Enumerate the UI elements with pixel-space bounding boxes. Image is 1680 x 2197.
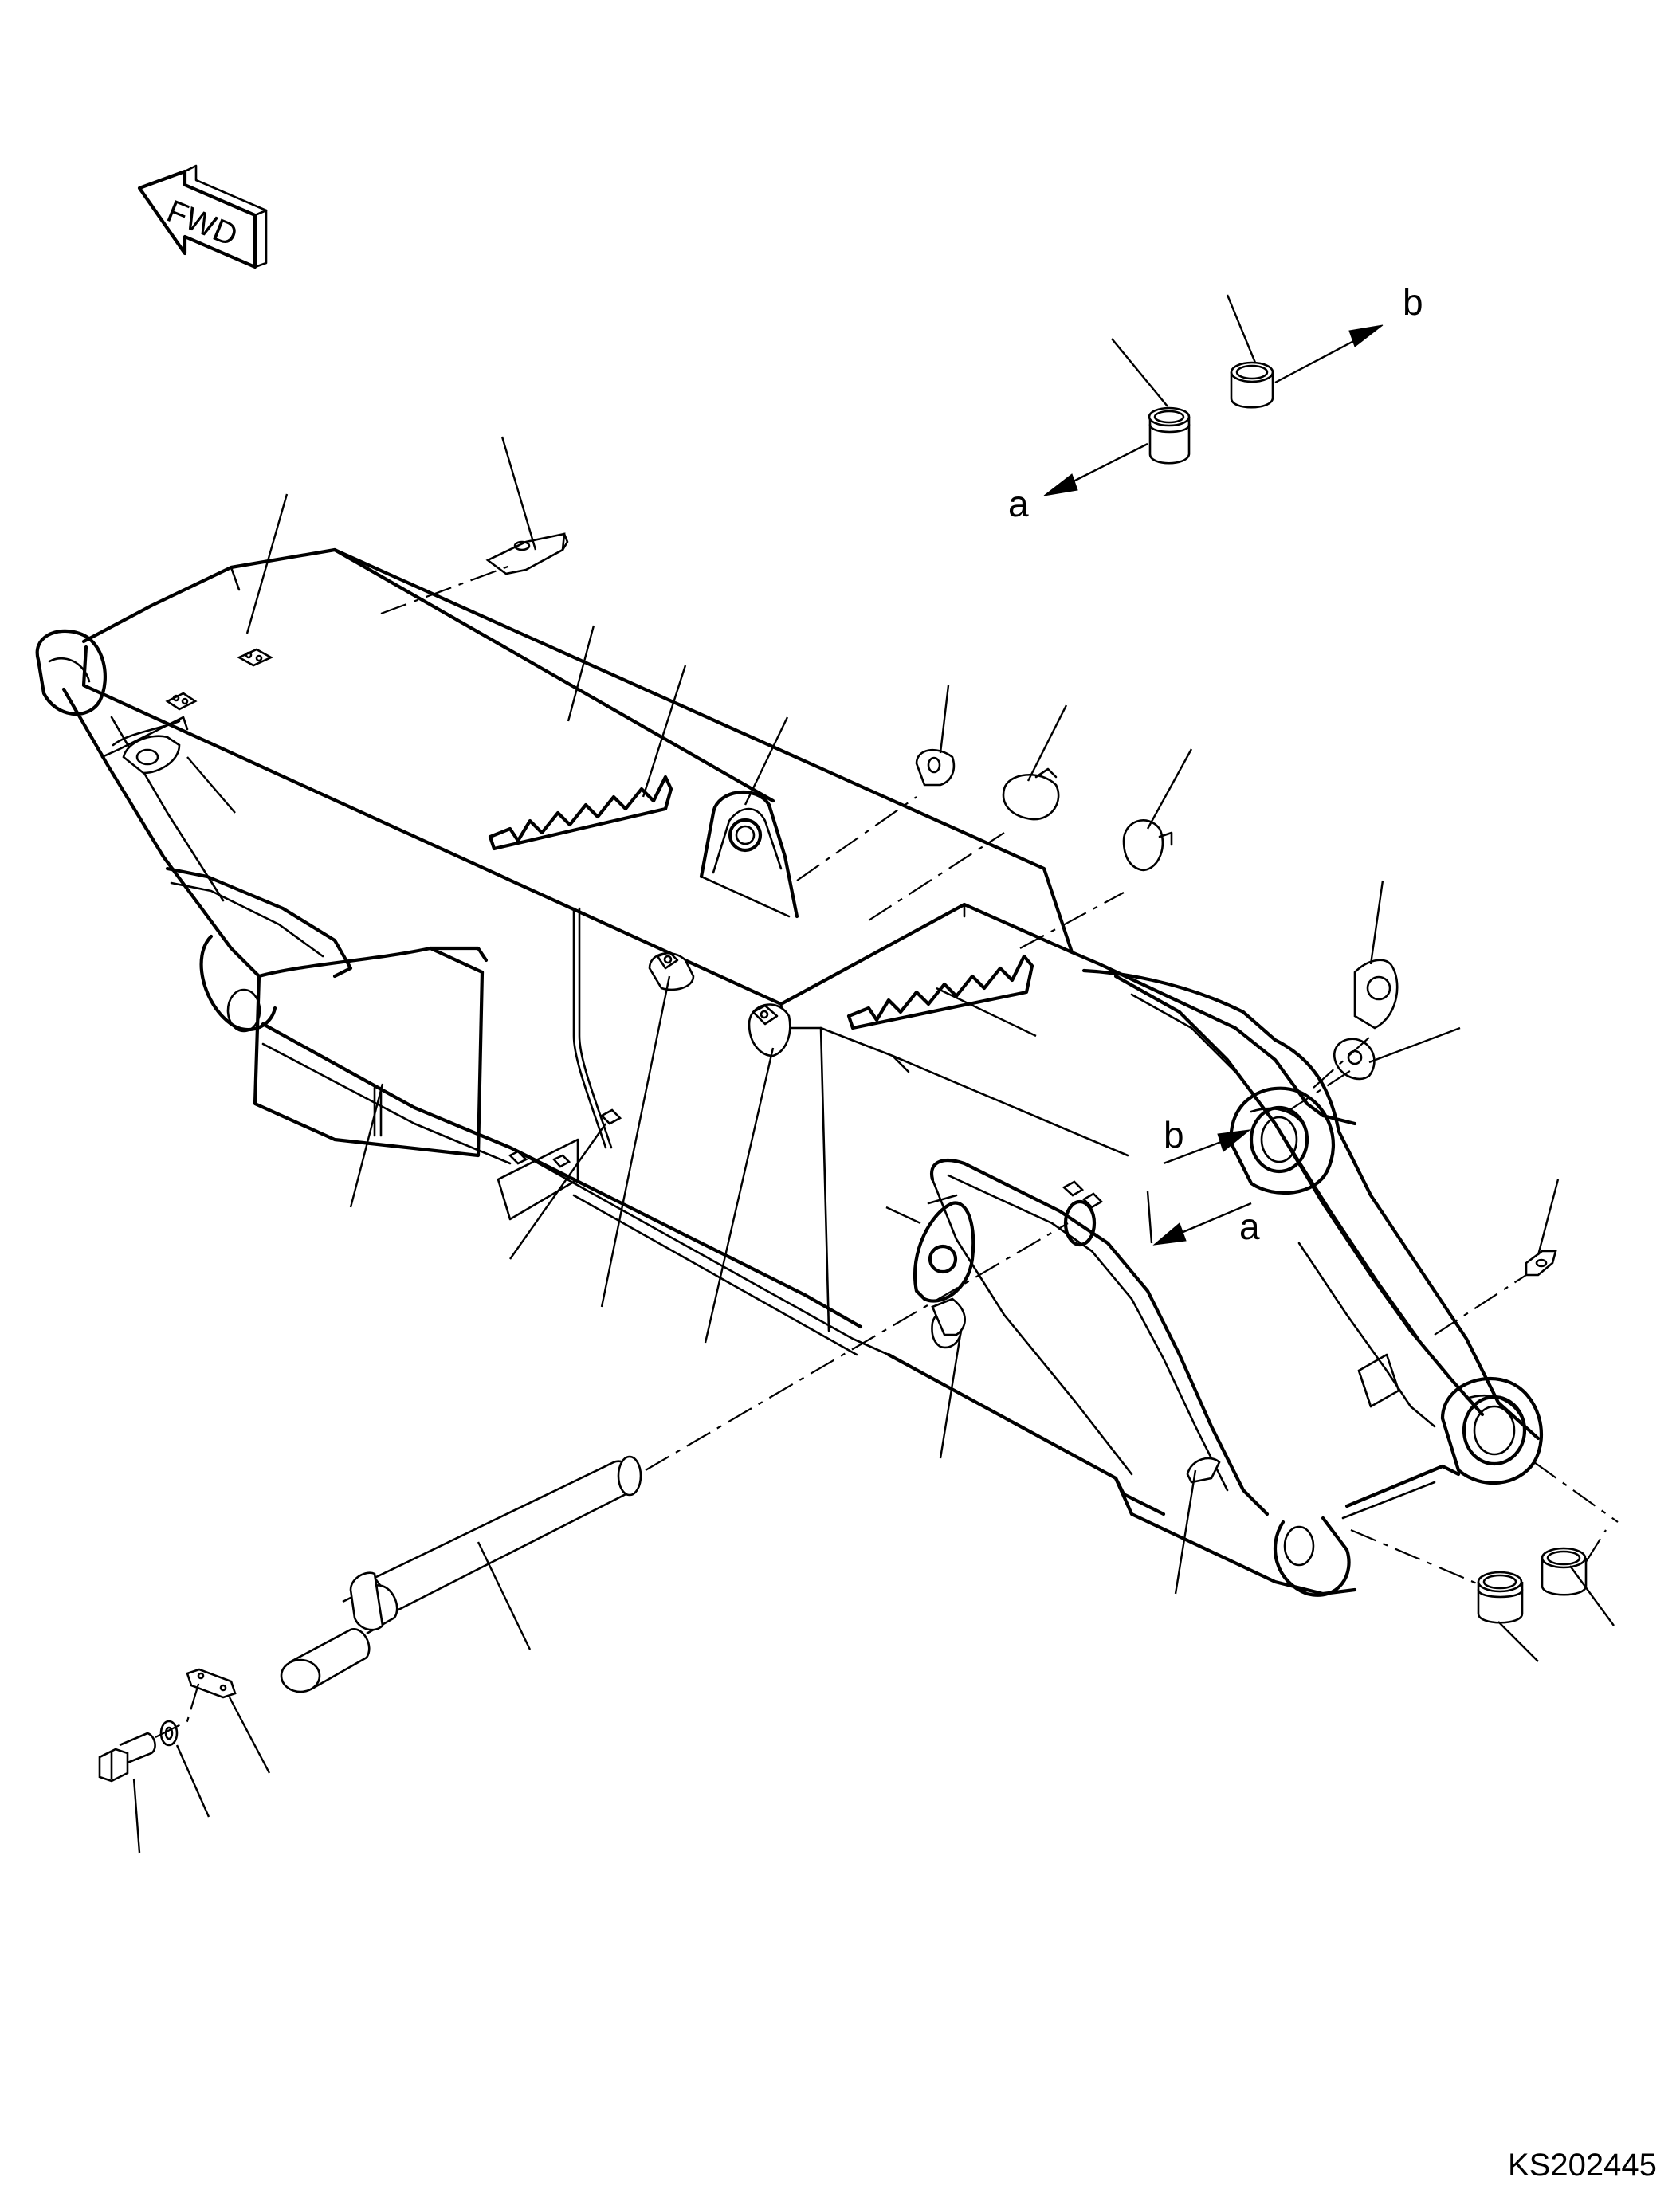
foot-pin	[280, 1455, 642, 1693]
leader-lines	[132, 294, 1615, 1854]
bushing-lower-2	[1541, 1547, 1588, 1596]
front-stopper-plate	[1353, 959, 1399, 1030]
callout-a-upper: a	[1008, 483, 1029, 524]
bushing-upper-2	[1230, 361, 1274, 409]
front-boss-hole-left	[1062, 1180, 1104, 1247]
figure-code: KS202445	[1508, 2148, 1657, 2183]
bushing-upper-1	[1148, 406, 1191, 465]
pad-rear-top-left	[165, 692, 198, 711]
assembly-lines	[155, 564, 1619, 1738]
cap-disc-upper	[1002, 767, 1060, 821]
washer	[159, 1720, 179, 1747]
callout-b-lower: b	[1164, 1114, 1184, 1155]
callout-a-lower: a	[1239, 1206, 1260, 1247]
fwd-arrow-icon: FWD	[137, 164, 268, 269]
bushing-lower-1	[1477, 1571, 1524, 1624]
small-nut-block-2	[551, 1154, 571, 1168]
bolt	[98, 1732, 156, 1783]
rear-lug-plate	[931, 1297, 966, 1336]
front-washer-plate	[1333, 1038, 1376, 1081]
front-serrated-stop	[846, 954, 1034, 1030]
stopper-d-plate	[915, 748, 956, 787]
small-nut-block-3	[508, 1150, 528, 1165]
cap-disc-lower	[1122, 819, 1173, 872]
small-nut-block-1	[599, 1108, 622, 1125]
callout-b-upper: b	[1403, 281, 1423, 323]
side-tab-plate	[1525, 1250, 1557, 1277]
callout-arrows	[1043, 324, 1384, 1246]
lock-plate	[186, 1668, 237, 1699]
side-cover-plate-small	[648, 951, 695, 991]
lifting-eye-bracket	[699, 790, 799, 919]
rear-serrated-stop	[488, 775, 673, 851]
front-lug-bracket	[913, 1194, 975, 1303]
wiring-clip	[497, 1138, 579, 1221]
rear-side-bracket	[122, 735, 181, 775]
side-cover-plate-round	[748, 1003, 791, 1057]
pad-rear-top-right	[237, 648, 273, 667]
front-nose-pad	[1186, 1457, 1221, 1484]
rear-stop-block	[485, 532, 569, 575]
boom-body	[35, 547, 1543, 1597]
